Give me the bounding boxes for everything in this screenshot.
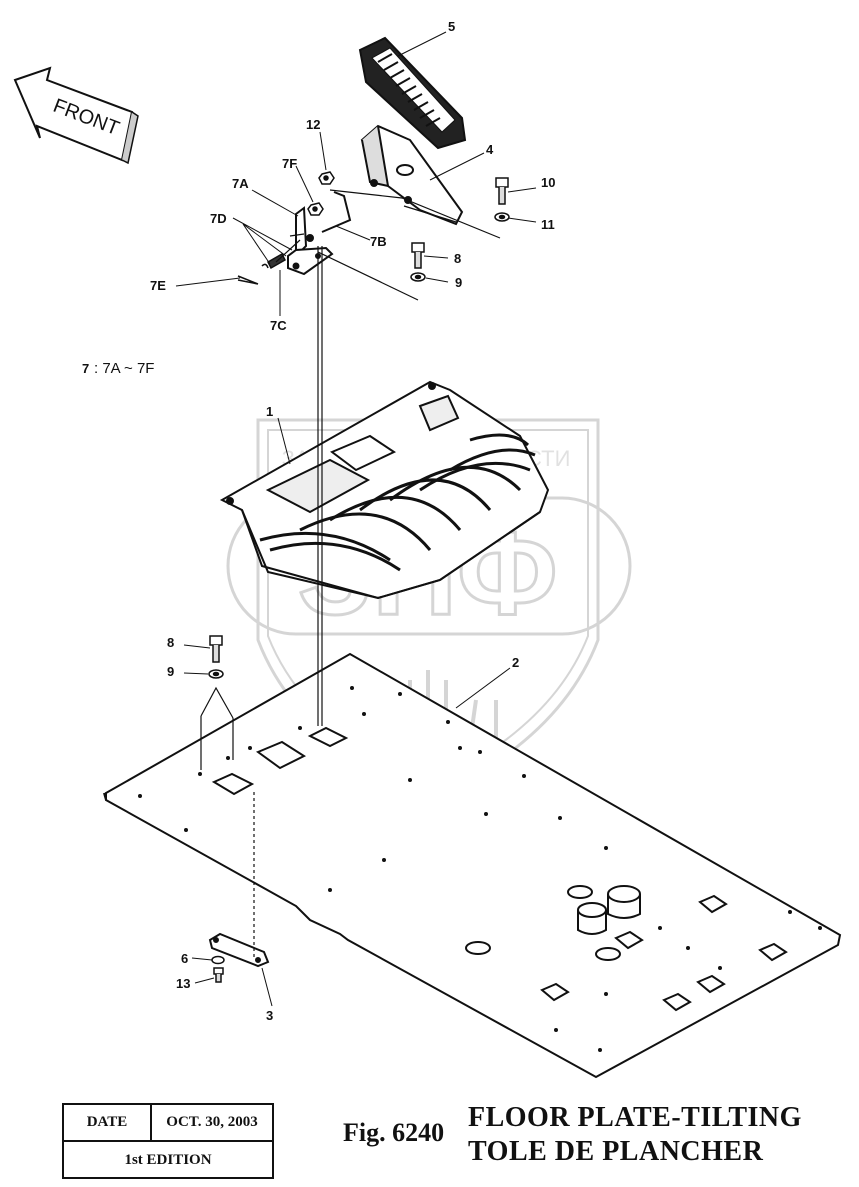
date-value: OCT. 30, 2003 [166,1114,258,1130]
cotter-pin-7e [237,275,259,285]
cylinder-fittings [577,885,641,935]
nut-7f [307,202,324,216]
washer-9-lower [208,669,224,679]
callout-7b: 7B [370,234,387,249]
floor-plate [103,652,842,1079]
callout-8-upper: 8 [454,251,461,266]
washer-11 [494,212,510,222]
callout-4: 4 [486,142,494,157]
callout-7d: 7D [210,211,227,226]
date-label: DATE [64,1105,152,1140]
parts-note-range: : 7A ~ 7F [94,360,154,377]
callout-7a: 7A [232,176,249,191]
callout-9-lower: 9 [167,664,174,679]
callout-1: 1 [266,404,273,419]
cover-plate [219,380,550,600]
callout-7c: 7C [270,318,287,333]
floor-plate-tabs [540,894,788,1012]
callout-5: 5 [448,19,455,34]
bolt-8-upper [411,242,425,269]
leader-lines [175,31,537,1007]
screw-13 [213,967,224,983]
title-block: DATE OCT. 30, 2003 1st EDITION [62,1103,274,1179]
front-arrow: FRONT [13,66,139,165]
figure-title-fr: TOLE DE PLANCHER [468,1136,764,1167]
bracket-7a [287,206,334,276]
parts-note-number: 7 [82,361,89,376]
nut-12 [318,171,335,185]
washer-9-upper [410,272,426,282]
callout-10: 10 [541,175,555,190]
callout-6: 6 [181,951,188,966]
callout-7f: 7F [282,156,297,171]
callout-11: 11 [541,217,555,232]
assembly-lines [200,189,501,960]
pedal-pad [358,36,467,150]
callout-8-lower: 8 [167,635,174,650]
washer-6 [211,955,225,965]
callout-labels: 5 12 4 10 11 7F 7A 7D 7B 8 9 7E 7C 1 8 9… [150,19,555,1023]
edition-label: 1st EDITION [124,1152,212,1168]
figure-number: Fig. 6240 [343,1118,445,1147]
callout-7e: 7E [150,278,166,293]
link-bracket-3 [208,932,270,968]
bolt-10 [495,177,509,205]
callout-3: 3 [266,1008,273,1023]
parts-note: 7 : 7A ~ 7F [82,360,154,377]
floor-plate-holes [138,686,822,1052]
figure-title-en: FLOOR PLATE-TILTING [468,1102,802,1133]
callout-12: 12 [306,117,320,132]
figure-titles: FLOOR PLATE-TILTING TOLE DE PLANCHER [468,1101,802,1169]
callout-13: 13 [176,976,190,991]
callout-9-upper: 9 [455,275,462,290]
bolt-8-lower [209,635,223,663]
callout-2: 2 [512,655,519,670]
